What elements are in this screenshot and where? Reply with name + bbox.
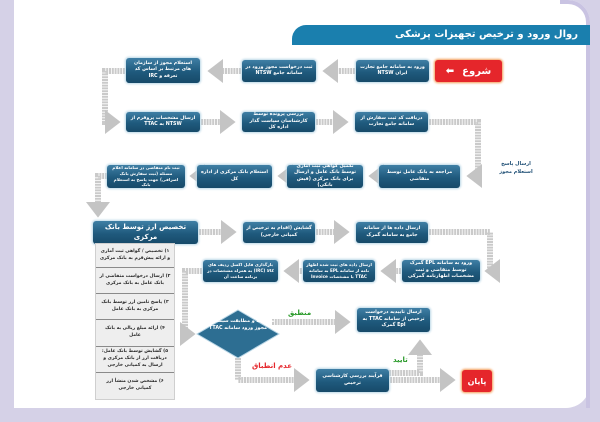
allocation-steps-panel: ۱) تخصیص / گواهی ثبت آماری و ارائه پیش‌ف… [95,243,175,400]
step-epl-entry: ورود به سامانه EPL گمرک توسط متقاضی و ثب… [402,260,480,282]
step-send-clearance-approval: ارسال تاییدیه درخواست ترخیص از سامانه TT… [357,308,430,332]
arrow-left-icon: ⬅ [445,65,455,77]
step-order-code: دریافت کد ثبت سفارش از سامانه جامع تجارت [355,112,428,132]
step-permit-inquiry: استعلام مجوز از سازمان های مرتبط بر اساس… [126,58,200,83]
step-upload-excel: بارگذاری فایل اکسل ردیف های کالا (IRC) ب… [203,260,278,282]
step-opening-lc: گشایش (اقدام به ترخیص از کمپانی خارجی) [243,222,315,243]
card-border [560,0,590,408]
side-note: ارسال پاسخ استعلام مجوز [499,161,533,175]
panel-item: ۵) گشایش توسط بانک عامل: دریافت ارز از ب… [96,347,174,373]
arrow [429,119,482,188]
start-label: شروع [462,65,492,77]
step-send-proforma: ارسال مشخصات پروفرم از NTSW به TTAC [126,112,200,132]
step-send-to-customs: ارسال داده ها از سامانه جامع به سامانه گ… [356,222,428,243]
arrow [102,68,125,134]
step-central-bank-inquiry: استعلام بانک مرکزی از اداره کل [197,165,272,188]
step-expert-review: فرآیند بررسی کارشناسی ترخیص [316,369,389,392]
arrow [235,358,310,392]
start-button: شروع ⬅ [435,60,502,82]
step-enter-ntsw: ورود به سامانه جامع تجارت ایران NTSW [356,60,429,82]
step-applicant-register: ثبت نام متقاضی در سامانه اعلام مسئله (ثب… [107,165,185,188]
step-send-declaration: ارسال داده های ثبت شده اظهار نامه از سام… [303,260,375,282]
no-match-label: عدم انطباق [252,362,292,370]
end-button: پایان [462,370,492,392]
arrow [429,229,500,283]
decision-label: مقایسه و مطابقت سیستمی با مجوز ورود ساما… [201,319,275,332]
arrow [389,339,432,376]
arrow [86,173,110,218]
panel-item: ۱) تخصیص / گواهی ثبت آماری و ارائه پیش‌ف… [96,244,174,268]
decision-diamond [196,309,280,359]
approve-label: تایید [393,356,408,364]
step-statistical-cert: تکمیل گواهی ثبت آماری توسط بانک عامل و ا… [287,164,363,188]
arrow [180,268,202,346]
panel-item: ۳) پاسخ تامین ارز توسط بانک مرکزی به بان… [96,294,174,321]
page-title: روال ورود و ترخیص تجهیزات پزشکی [292,25,590,45]
panel-item: ۲) ارسال درخواست متقاضی از بانک عامل به … [96,268,174,295]
panel-item: ۴) ارائه مبلغ ریالی به بانک عامل [96,320,174,347]
step-review-file: بررسی پرونده توسط کارشناسان سیاست گذار ا… [242,112,315,132]
panel-item: ۶) مشخص شدن منشأ ارز کمپانی خارجی [106,378,164,391]
step-currency-allocation: تخصیص ارز توسط بانک مرکزی [93,221,198,244]
step-visit-bank: مراجعه به بانک عامل توسط متقاضی [379,165,460,188]
step-register-request: ثبت درخواست مجوز ورود در سامانه جامع NTS… [242,60,316,82]
match-label: منطبق [288,309,312,317]
